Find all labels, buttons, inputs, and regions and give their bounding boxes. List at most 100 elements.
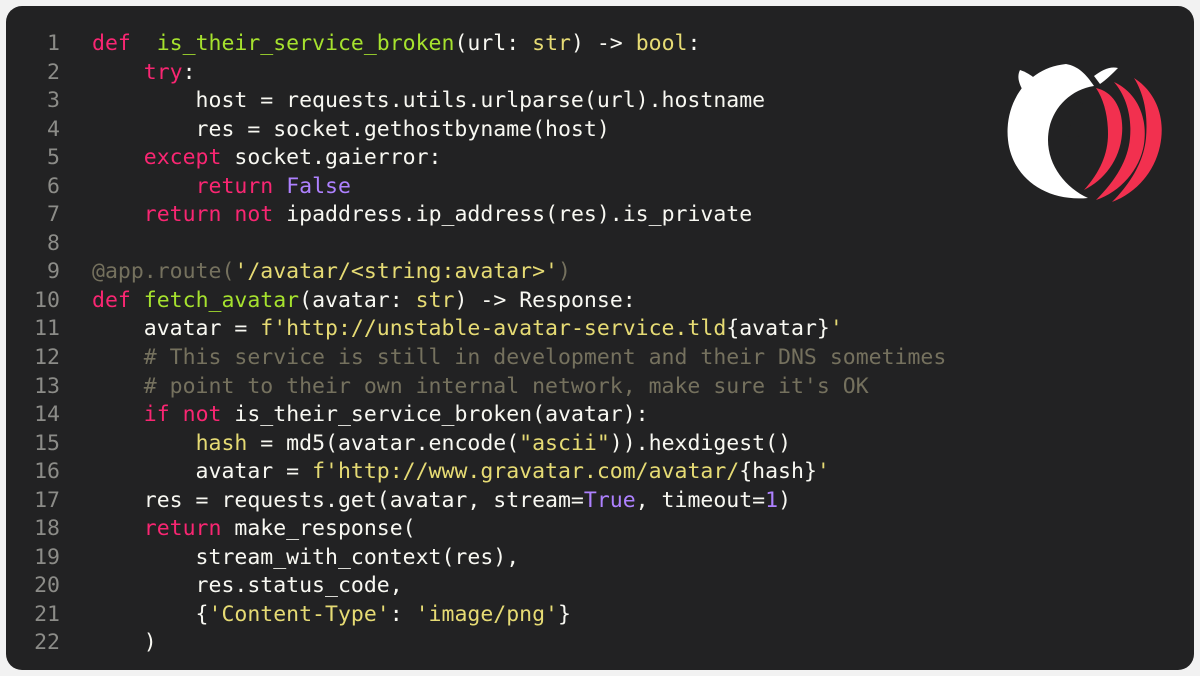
code-token: avatar = — [92, 459, 313, 485]
line-number: 10 — [34, 287, 60, 313]
code-token: : — [182, 59, 196, 85]
code-text: avatar = f'http://unstable-avatar-servic… — [92, 315, 843, 344]
code-line: 2 try: — [6, 59, 1194, 88]
code-token: res = socket.gethostbyname(host) — [92, 116, 610, 142]
code-token: return — [195, 173, 274, 199]
code-line: 22 ) — [6, 629, 1194, 658]
code-token: (url: — [454, 31, 533, 56]
code-token: str — [532, 31, 571, 56]
line-number: 19 — [34, 544, 60, 570]
code-token: return — [143, 516, 222, 542]
code-token: # This service is still in development a… — [92, 345, 947, 371]
line-number: 12 — [34, 345, 60, 371]
code-token: f'http://unstable-avatar-service.tld — [260, 316, 727, 342]
code-token: : — [389, 601, 416, 627]
code-token: is_their_service_broken — [156, 31, 455, 56]
code-token: : — [687, 31, 701, 56]
code-token: if — [143, 402, 170, 428]
code-line: 16 avatar = f'http://www.gravatar.com/av… — [6, 458, 1194, 487]
code-line: 13 # point to their own internal network… — [6, 373, 1194, 402]
code-text: avatar = f'http://www.gravatar.com/avata… — [92, 458, 830, 487]
code-token: } — [558, 601, 571, 627]
code-token: res = requests.get(avatar, stream= — [92, 487, 584, 513]
line-number: 14 — [34, 402, 60, 428]
code-token — [92, 145, 144, 170]
code-token: except — [143, 145, 222, 171]
line-number: 4 — [47, 116, 60, 142]
code-text: return not ipaddress.ip_address(res).is_… — [92, 201, 752, 230]
code-token: False — [286, 173, 351, 199]
code-token: , timeout= — [635, 487, 766, 513]
code-token: hash — [195, 430, 248, 456]
code-token: {avatar} — [726, 316, 830, 342]
code-token: stream_with_context(res), — [92, 544, 520, 570]
line-number: 21 — [34, 601, 60, 627]
code-token: ' — [816, 459, 830, 485]
code-token — [92, 60, 144, 85]
code-line: 7 return not ipaddress.ip_address(res).i… — [6, 201, 1194, 230]
code-line: 9@app.route('/avatar/<string:avatar>') — [6, 258, 1194, 287]
line-number: 20 — [34, 573, 60, 599]
code-line: 4 res = socket.gethostbyname(host) — [6, 116, 1194, 145]
code-text: res.status_code, — [92, 572, 403, 601]
code-text: {'Content-Type': 'image/png'} — [92, 601, 571, 630]
code-text: ) — [92, 629, 157, 658]
code-line: 3 host = requests.utils.urlparse(url).ho… — [6, 87, 1194, 116]
line-number: 6 — [47, 173, 60, 199]
code-token — [221, 202, 234, 227]
code-text: try: — [92, 59, 196, 88]
code-token: {hash} — [739, 459, 817, 485]
code-text: # This service is still in development a… — [92, 344, 947, 373]
code-token: @app.route( — [92, 259, 235, 285]
code-token: ) — [558, 259, 571, 285]
code-token: not — [234, 202, 274, 228]
code-token — [273, 174, 286, 199]
code-line: 14 if not is_their_service_broken(avatar… — [6, 401, 1194, 430]
line-number: 1 — [47, 31, 60, 56]
code-text: @app.route('/avatar/<string:avatar>') — [92, 258, 571, 287]
code-token: . — [635, 430, 649, 456]
code-token: ) — [778, 487, 792, 513]
code-token: 'image/png' — [415, 601, 558, 627]
code-text: def fetch_avatar(avatar: str) -> Respons… — [92, 287, 636, 316]
code-line: 10 def fetch_avatar(avatar: str) -> Respo… — [6, 287, 1194, 316]
line-number: 8 — [47, 230, 60, 256]
code-token: return — [143, 202, 222, 228]
code-token: host = requests.utils.urlparse(url).host… — [92, 88, 766, 114]
code-line: 17 res = requests.get(avatar, stream=Tru… — [6, 487, 1194, 516]
code-token: f'http://www.gravatar.com/avatar/ — [312, 459, 740, 485]
code-text: except socket.gaierror: — [92, 144, 442, 173]
code-token: socket.gaierror: — [221, 145, 442, 171]
code-text: return False — [92, 173, 351, 202]
code-token — [92, 174, 196, 199]
code-token: )) — [609, 430, 636, 456]
line-number: 17 — [34, 487, 60, 513]
code-token: { — [92, 601, 209, 627]
line-number: 13 — [34, 373, 60, 399]
code-token: str — [415, 287, 455, 313]
code-token: "ascii" — [519, 430, 610, 456]
code-line: 20 res.status_code, — [6, 572, 1194, 601]
code-text: host = requests.utils.urlparse(url).host… — [92, 87, 766, 116]
code-token: avatar = — [92, 316, 261, 342]
line-number: 3 — [47, 88, 60, 114]
code-token: ) — [92, 630, 157, 656]
code-token: True — [583, 487, 636, 513]
code-token: hexdigest() — [648, 430, 792, 456]
code-text: if not is_their_service_broken(avatar): — [92, 401, 649, 430]
code-text: return make_response( — [92, 515, 416, 544]
code-token: not — [182, 402, 222, 428]
code-token — [131, 288, 144, 313]
code-token: # point to their own internal network, m… — [92, 373, 869, 399]
code-token: ) -> — [570, 31, 636, 56]
code-token: 1 — [765, 487, 779, 513]
line-number: 18 — [34, 516, 60, 542]
code-token: res.status_code, — [92, 573, 403, 599]
line-number: 16 — [34, 459, 60, 485]
code-text: res = requests.get(avatar, stream=True, … — [92, 487, 791, 516]
code-token — [131, 31, 157, 56]
code-line: 8 — [6, 230, 1194, 259]
